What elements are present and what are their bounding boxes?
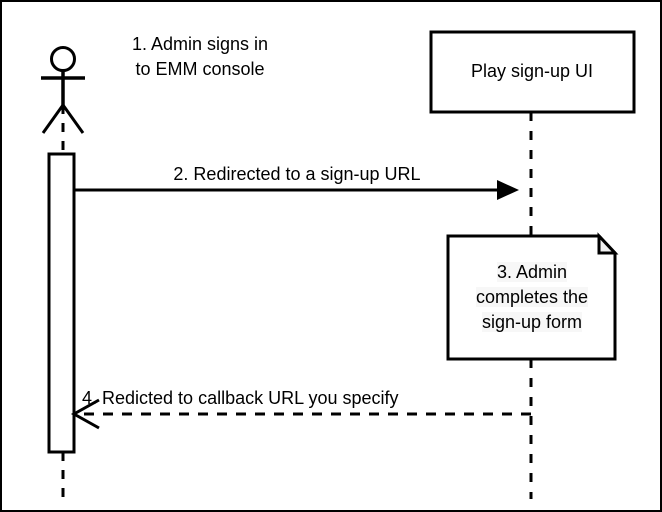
note-fold-corner-icon bbox=[597, 232, 619, 255]
actor-leg-left-icon bbox=[41, 104, 65, 134]
message-arrow-2 bbox=[74, 180, 519, 200]
message-label-4: 4. Redicted to callback URL you specify bbox=[82, 388, 399, 408]
message-arrow-4 bbox=[70, 398, 531, 430]
message-label-2: 2. Redirected to a sign-up URL bbox=[173, 164, 421, 184]
actor-leg-right-icon bbox=[61, 104, 85, 134]
activation-bar-admin bbox=[47, 152, 76, 454]
participant-label-play-signup-ui: Play sign-up UI bbox=[470, 61, 594, 81]
actor-head-icon bbox=[50, 46, 76, 72]
actor-admin[interactable] bbox=[41, 46, 85, 134]
